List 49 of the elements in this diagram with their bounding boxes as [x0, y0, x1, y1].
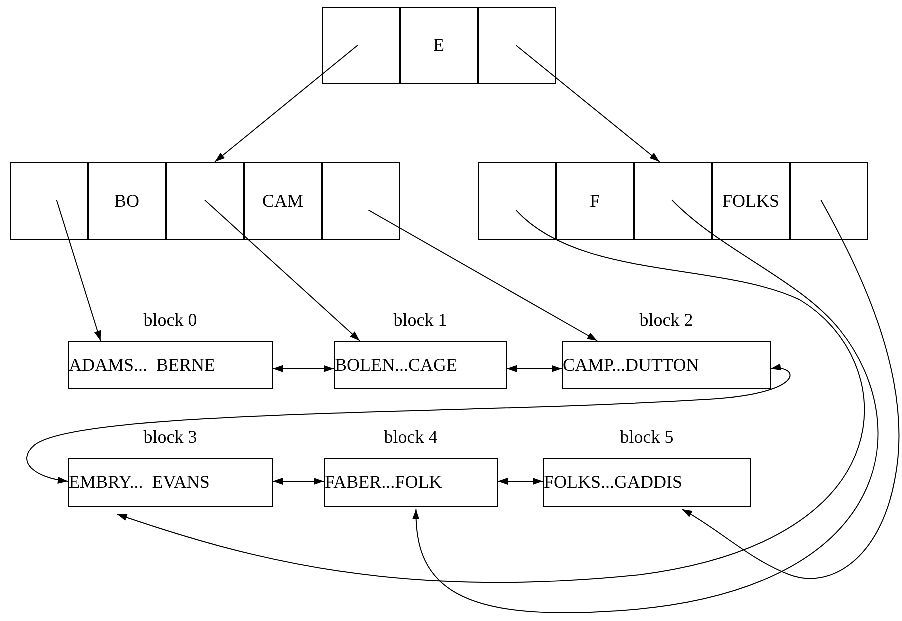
arrow	[506, 365, 562, 372]
arrow	[214, 45, 358, 162]
pointer-cell	[634, 162, 712, 240]
pointer-cell	[10, 162, 88, 240]
pointer-cell	[790, 162, 868, 240]
key-range: BOLEN...CAGE	[335, 354, 458, 376]
data-block	[334, 341, 507, 389]
key-range: FABER...FOLK	[325, 472, 442, 493]
key-cell	[712, 162, 790, 240]
block-label: block 0	[144, 310, 198, 331]
key-cell	[556, 162, 634, 240]
pointer-cell	[478, 162, 556, 240]
pointer-cell	[166, 162, 244, 240]
key-label: BO	[114, 190, 140, 212]
pointer-cell	[322, 7, 400, 84]
arrow	[204, 200, 360, 342]
key-label: FOLKS	[722, 190, 780, 212]
arrow	[116, 210, 865, 583]
block-label: block 1	[394, 310, 448, 331]
arrow	[56, 200, 102, 342]
arrow	[272, 365, 334, 372]
key-cell	[400, 7, 478, 84]
block-label: block 5	[620, 427, 674, 448]
data-block	[562, 341, 771, 389]
key-range: CAMP...DUTTON	[563, 354, 700, 376]
arrow	[498, 478, 544, 486]
key-range: EMBRY... EVANS	[69, 472, 210, 493]
arrow	[516, 45, 660, 162]
data-block	[68, 458, 273, 507]
key-label: F	[590, 190, 600, 212]
arrow	[368, 210, 598, 342]
block-label: block 2	[640, 310, 694, 331]
arrow	[682, 200, 900, 580]
pointer-cell	[322, 162, 400, 240]
key-range: ADAMS... BERNE	[69, 354, 216, 376]
key-cell	[244, 162, 322, 240]
arrow	[413, 200, 878, 614]
key-cell	[88, 162, 166, 240]
key-range: FOLKS...GADDIS	[544, 472, 683, 493]
data-block	[68, 341, 273, 389]
key-label: E	[434, 35, 444, 56]
block-label: block 4	[384, 427, 438, 448]
arrow	[26, 364, 791, 484]
key-label: CAM	[262, 190, 304, 212]
block-label: block 3	[144, 427, 198, 448]
data-block	[543, 458, 751, 507]
data-block	[324, 458, 498, 507]
pointer-cell	[478, 7, 556, 84]
arrow	[272, 478, 324, 486]
